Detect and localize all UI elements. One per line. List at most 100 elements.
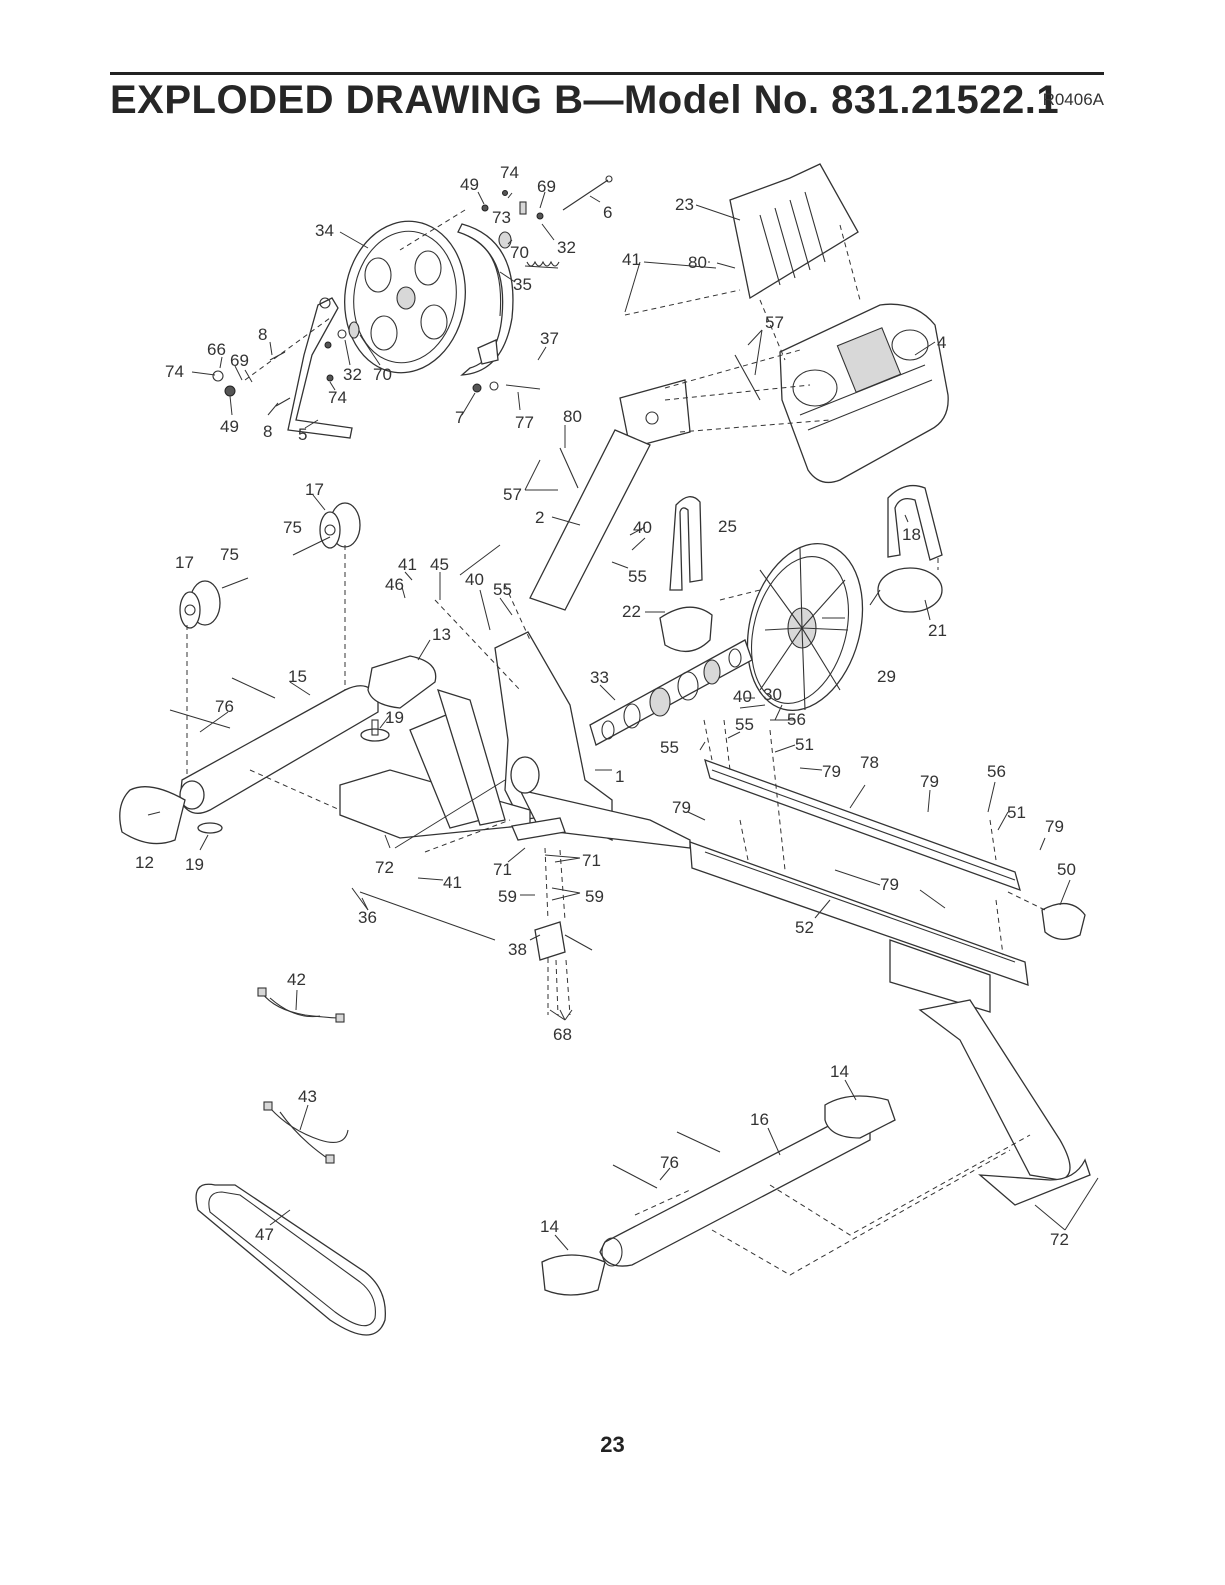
callout: 42 xyxy=(287,970,306,989)
callout: 59 xyxy=(498,887,517,906)
callout: 55 xyxy=(660,738,679,757)
callout: 15 xyxy=(288,667,307,686)
callout: 8 xyxy=(263,422,272,441)
callout: 56 xyxy=(787,710,806,729)
callout: 80 xyxy=(688,253,707,272)
callout: 23 xyxy=(675,195,694,214)
callout: 41 xyxy=(398,555,417,574)
callout: 25 xyxy=(718,517,737,536)
callout: 22 xyxy=(622,602,641,621)
callout: 14 xyxy=(830,1062,849,1081)
callout: 78 xyxy=(860,753,879,772)
endcap-12 xyxy=(119,786,186,845)
drawing-code: R0406A xyxy=(1042,90,1104,109)
wire-42 xyxy=(257,987,345,1023)
rail-78 xyxy=(704,758,1021,892)
endcap-13 xyxy=(367,655,437,709)
callout: 36 xyxy=(358,908,377,927)
endcap-14-left xyxy=(541,1254,606,1296)
callout: 14 xyxy=(540,1217,559,1236)
callout: 40 xyxy=(733,687,752,706)
endcap-50 xyxy=(1041,903,1086,940)
callout: 49 xyxy=(460,175,479,194)
callout: 33 xyxy=(590,668,609,687)
callout: 32 xyxy=(557,238,576,257)
callout: 66 xyxy=(207,340,226,359)
callout: 55 xyxy=(628,567,647,586)
callout: 55 xyxy=(735,715,754,734)
rear-leg xyxy=(889,939,1091,1206)
callout: 21 xyxy=(928,621,947,640)
callout: 70 xyxy=(373,365,392,384)
bolts-76-bottom xyxy=(612,1131,721,1189)
callout: 30 xyxy=(763,685,782,704)
assembly-lines xyxy=(186,209,1046,1276)
callout: 41 xyxy=(622,250,641,269)
callout: 17 xyxy=(175,553,194,572)
callout: 37 xyxy=(540,329,559,348)
header: EXPLODED DRAWING B—Model No. 831.21522.1… xyxy=(110,72,1104,124)
callout: 51 xyxy=(1007,803,1026,822)
header-rule xyxy=(110,72,1104,75)
callout: 71 xyxy=(493,860,512,879)
callout: 7 xyxy=(455,408,464,427)
callout: 29 xyxy=(877,667,896,686)
pedal-22 xyxy=(659,606,713,652)
callout: 17 xyxy=(305,480,324,499)
callout: 74 xyxy=(500,163,519,182)
callout: 80 xyxy=(563,407,582,426)
callout: 2 xyxy=(535,508,544,527)
callout: 18 xyxy=(902,525,921,544)
callout: 43 xyxy=(298,1087,317,1106)
endcap-14-right xyxy=(824,1095,896,1139)
callout: 72 xyxy=(1050,1230,1069,1249)
page-title: EXPLODED DRAWING B—Model No. 831.21522.1 xyxy=(110,78,1060,122)
strap-18 xyxy=(887,484,943,561)
callout: 57 xyxy=(503,485,522,504)
callout: 68 xyxy=(553,1025,572,1044)
feet-19 xyxy=(197,719,390,834)
callout: 34 xyxy=(315,221,334,240)
leader-lines xyxy=(147,191,1099,1251)
callout: 56 xyxy=(987,762,1006,781)
callout: 49 xyxy=(220,417,239,436)
callout: 38 xyxy=(508,940,527,959)
callout: 69 xyxy=(537,177,556,196)
flywheel-34 xyxy=(343,220,467,374)
callout: 75 xyxy=(283,518,302,537)
callout: 69 xyxy=(230,351,249,370)
callout: 77 xyxy=(515,413,534,432)
callout: 50 xyxy=(1057,860,1076,879)
pedal-21 xyxy=(869,567,943,613)
callout: 12 xyxy=(135,853,154,872)
callout: 74 xyxy=(328,388,347,407)
callout: 76 xyxy=(660,1153,679,1172)
callout: 46 xyxy=(385,575,404,594)
seat-rail-15 xyxy=(169,677,379,814)
upright-2 xyxy=(529,429,651,611)
callout: 79 xyxy=(1045,817,1064,836)
console-4 xyxy=(779,303,949,484)
belt-47 xyxy=(195,1183,386,1336)
callout: 16 xyxy=(750,1110,769,1129)
stabilizer-16 xyxy=(599,1116,871,1267)
axle-6 xyxy=(562,175,613,211)
callout: 40 xyxy=(633,518,652,537)
callout: 19 xyxy=(185,855,204,874)
main-frame-1 xyxy=(339,631,691,849)
callout: 52 xyxy=(795,918,814,937)
callout: 75 xyxy=(220,545,239,564)
callout: 6 xyxy=(603,203,612,222)
pulley-29 xyxy=(746,543,864,711)
small-hardware-top-left xyxy=(212,190,560,397)
callout: 71 xyxy=(582,851,601,870)
bolts-8 xyxy=(269,351,291,407)
callout: 51 xyxy=(795,735,814,754)
bearing-set-33 xyxy=(589,639,753,746)
callout: 19 xyxy=(385,708,404,727)
callout: 79 xyxy=(880,875,899,894)
callout: 76 xyxy=(215,697,234,716)
callout: 8 xyxy=(258,325,267,344)
callout: 72 xyxy=(375,858,394,877)
